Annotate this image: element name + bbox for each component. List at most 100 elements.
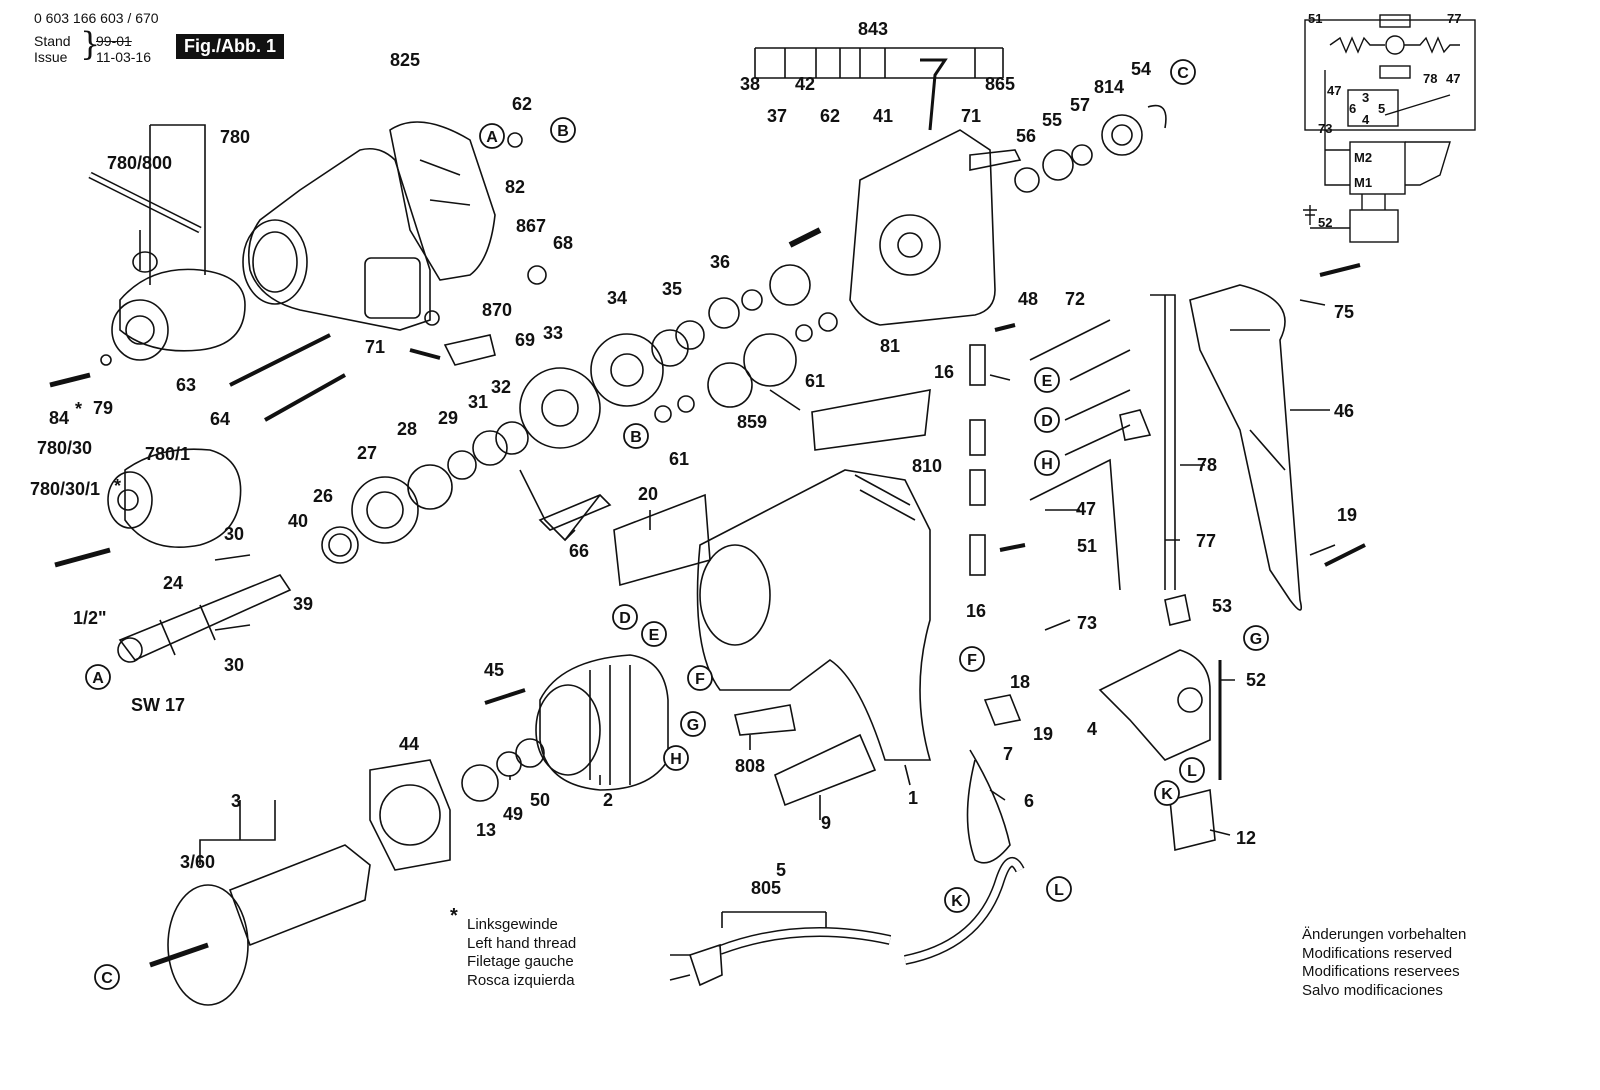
part-810: 810 [912,456,942,476]
part-9: 9 [821,813,831,833]
callout-b-mid-text: B [630,429,642,446]
part-half-inch: 1/2" [73,608,107,628]
part-32: 32 [491,377,511,397]
part-code: 0 603 166 603 / 670 [34,10,159,26]
callout-h-right-text: H [1041,456,1053,473]
part-48: 48 [1018,289,1038,309]
notice-en: Modifications reserved [1302,944,1453,962]
part-808: 808 [735,756,765,776]
stand-label: Stand [34,33,71,49]
part-72: 72 [1065,289,1085,309]
schem-6: 6 [1349,101,1356,116]
gearbox-cover-843 [754,47,1167,326]
chuck-780-1 [107,448,242,548]
part-6: 6 [1024,791,1034,811]
schem-4: 4 [1362,112,1370,127]
part-71-left: 71 [365,337,385,357]
part-62-top: 62 [512,94,532,114]
part-814: 814 [1094,77,1124,97]
part-57: 57 [1070,95,1090,115]
callout-k-cord [944,887,970,913]
issue-label: Issue [34,49,68,65]
brushes-810 [969,294,1176,591]
field-2 [535,654,669,791]
callout-e-left [641,621,667,647]
callout-a-bottom-text: A [92,670,104,687]
part-75: 75 [1334,302,1354,322]
callout-h-right [1034,450,1060,476]
gear-housing-825 [242,121,496,331]
wiring-schematic [1303,14,1476,243]
part-69: 69 [515,330,535,350]
footnote-en: Left hand thread [467,934,577,952]
part-55: 55 [1042,110,1062,130]
part-13: 13 [476,820,496,840]
part-4: 4 [1087,719,1097,739]
part-26: 26 [313,486,333,506]
footnote-de: Linksgewinde [467,916,558,933]
part-71-right: 71 [961,106,981,126]
part-865: 865 [985,74,1015,94]
switch-4 [1098,594,1222,852]
part-61-right: 61 [805,371,825,391]
part-20: 20 [638,484,658,504]
callout-b-top [550,117,576,143]
part-82: 82 [505,177,525,197]
callout-c-top [1170,59,1196,85]
part-35: 35 [662,279,682,299]
part-36: 36 [710,252,730,272]
part-42: 42 [795,74,815,94]
part-64: 64 [210,409,230,429]
part-16-bottom: 16 [966,601,986,621]
callout-l-cord-text: L [1054,882,1064,899]
callout-g-right [1243,625,1269,651]
part-40: 40 [288,511,308,531]
footnote-block: Linksgewinde Left hand thread Filetage g… [467,916,576,990]
part-870: 870 [482,300,512,320]
callout-g-left-text: G [687,717,699,734]
callout-a-top-text: A [486,129,498,146]
part-39: 39 [293,594,313,614]
label-81 [811,389,931,451]
schem-78: 78 [1423,71,1437,86]
figure-label: Fig./Abb. 1 [176,34,284,59]
label-20 [613,493,711,587]
modifications-notice: Änderungen vorbehalten Modifications res… [1302,926,1466,1000]
part-780-30-1: 780/30/1 [30,479,100,499]
callout-d-right-text: D [1041,413,1053,430]
power-cord-5 [669,749,1025,987]
part-825: 825 [390,50,420,70]
part-84-star: * [75,399,82,419]
bearing-13 [461,764,499,802]
part-780-30: 780/30 [37,438,92,458]
part-47: 47 [1076,499,1096,519]
notice-fr: Modifications reservees [1302,963,1460,980]
part-sw17: SW 17 [131,695,185,715]
part-5: 5 [776,860,786,880]
stand-date: 99-01 [96,33,132,49]
callout-e-left-text: E [649,627,660,644]
part-19-right: 19 [1337,505,1357,525]
schem-m1: M1 [1354,175,1372,190]
callout-b-top-text: B [557,123,569,140]
part-61-left: 61 [669,449,689,469]
part-859: 859 [737,412,767,432]
part-2: 2 [603,790,613,810]
callout-f-right-text: F [967,652,977,669]
part-31: 31 [468,392,488,412]
part-12: 12 [1236,828,1256,848]
callout-e-right [1034,367,1060,393]
callout-d-right [1034,407,1060,433]
schem-47-left: 47 [1327,83,1341,98]
part-16-top: 16 [934,362,954,382]
part-62-mid: 62 [820,106,840,126]
footnote-es: Rosca izquierda [467,971,575,989]
part-780-30-1-star: * [114,476,121,496]
part-49: 49 [503,804,523,824]
part-38: 38 [740,74,760,94]
callout-e-right-text: E [1042,373,1053,390]
part-52: 52 [1246,670,1266,690]
spindle-24 [117,554,292,663]
part-7: 7 [1003,744,1013,764]
part-27: 27 [357,443,377,463]
